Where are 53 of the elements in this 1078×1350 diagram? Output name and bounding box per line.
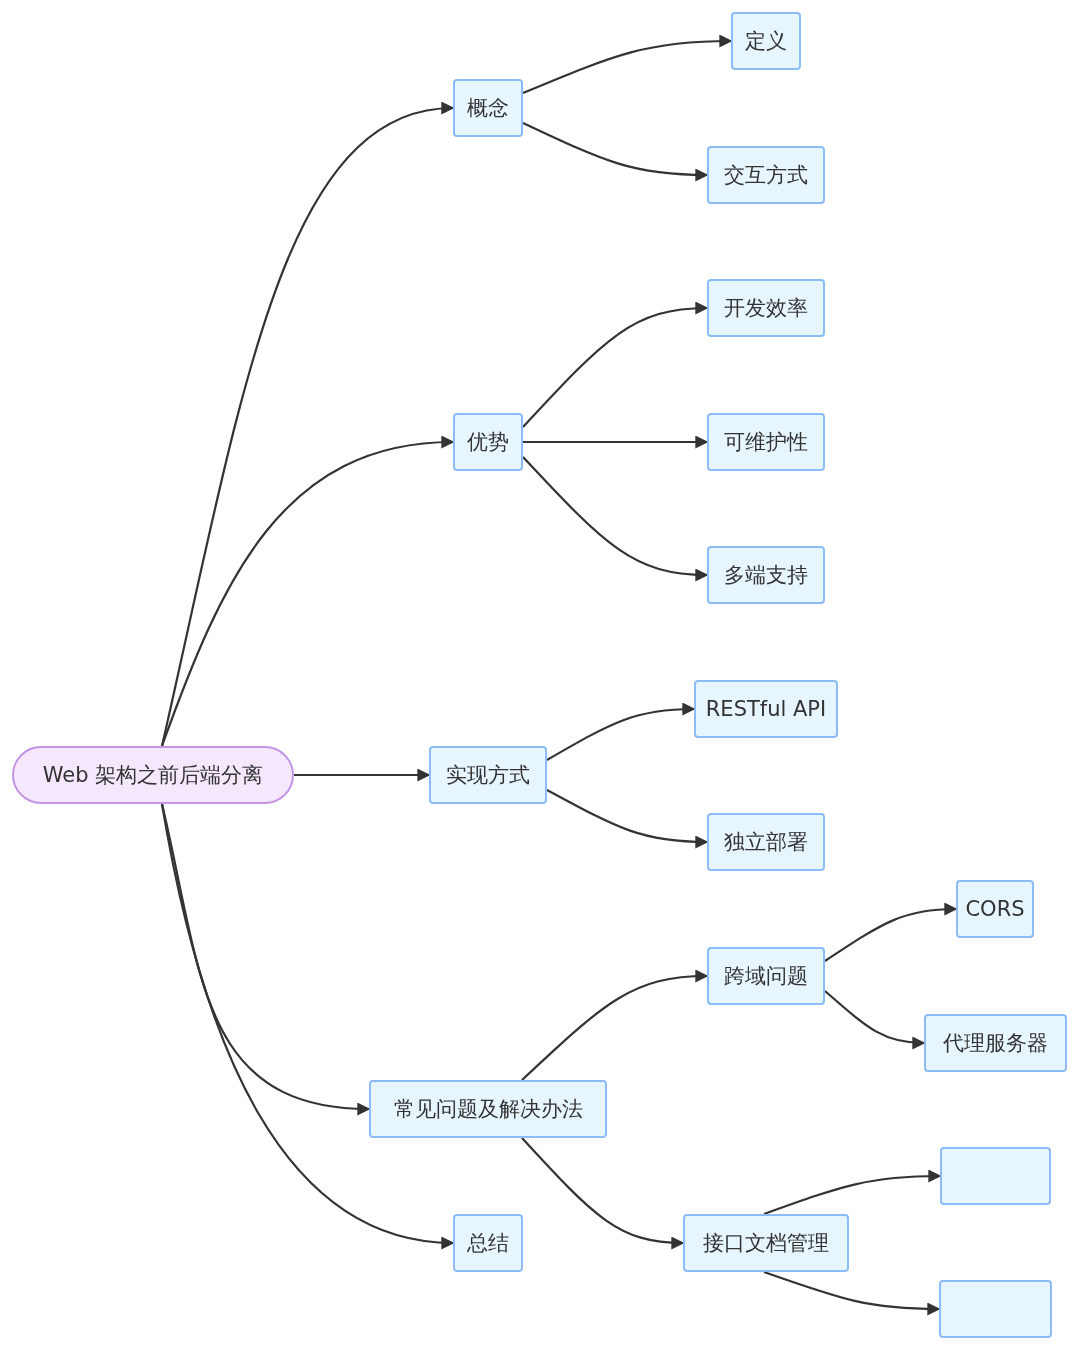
topic-box xyxy=(707,813,825,871)
topic-box xyxy=(924,1014,1067,1072)
topic-label: 跨域问题 xyxy=(724,963,808,990)
topic-box xyxy=(731,12,801,70)
arrow xyxy=(160,436,455,747)
topic-box xyxy=(429,746,547,804)
topic-box xyxy=(453,79,523,137)
arrow xyxy=(160,103,455,747)
topic-box xyxy=(369,1080,607,1138)
arrow xyxy=(763,1270,941,1316)
arrow xyxy=(522,34,733,94)
arrow xyxy=(824,990,926,1050)
topic-label: 优势 xyxy=(467,429,509,456)
topic-label: Web 架构之前后端分离 xyxy=(42,762,264,789)
topic-label: 实现方式 xyxy=(446,762,530,789)
topic-box xyxy=(683,1214,849,1272)
arrow xyxy=(546,702,696,761)
topic-label: 多端支持 xyxy=(724,562,808,589)
topic-label: 定义 xyxy=(745,28,787,55)
arrow xyxy=(824,902,958,962)
root-topic-pill xyxy=(12,746,294,804)
arrow xyxy=(521,1137,685,1250)
arrow xyxy=(522,301,709,428)
empty-box xyxy=(940,1147,1051,1205)
empty-box xyxy=(939,1280,1052,1338)
arrow xyxy=(763,1169,942,1216)
arrow xyxy=(523,435,709,449)
topic-box xyxy=(707,413,825,471)
topic-box xyxy=(707,146,825,204)
topic-label: 总结 xyxy=(467,1230,509,1257)
topic-label: 可维护性 xyxy=(724,429,808,456)
arrow xyxy=(546,789,709,849)
topic-box xyxy=(707,546,825,604)
topic-label: 交互方式 xyxy=(724,162,808,189)
topic-box xyxy=(453,1214,523,1272)
topic-label: 开发效率 xyxy=(724,295,808,322)
arrow xyxy=(294,768,431,782)
topic-label: 代理服务器 xyxy=(943,1030,1048,1057)
topic-box xyxy=(707,279,825,337)
topic-box xyxy=(694,680,838,738)
topic-label: 常见问题及解决办法 xyxy=(393,1096,583,1123)
topic-label: RESTful API xyxy=(705,697,827,721)
arrow xyxy=(160,803,455,1249)
topic-box xyxy=(453,413,523,471)
topic-label: 独立部署 xyxy=(724,829,808,856)
arrow xyxy=(522,456,709,582)
arrow xyxy=(522,122,709,182)
topic-box xyxy=(956,880,1034,938)
topic-box xyxy=(707,947,825,1005)
topic-label: 概念 xyxy=(467,95,509,122)
topic-label: 接口文档管理 xyxy=(703,1230,829,1257)
arrow xyxy=(521,969,709,1081)
topic-label: CORS xyxy=(965,897,1025,921)
